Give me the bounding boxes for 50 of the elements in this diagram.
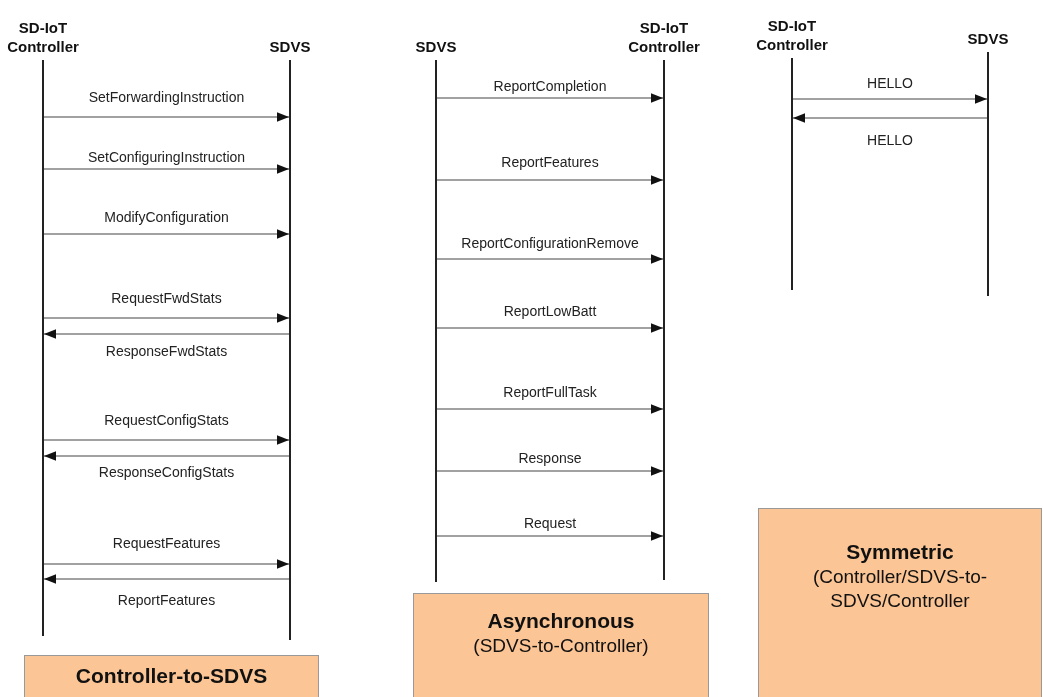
message-arrow [43, 574, 290, 584]
message-label: ModifyConfiguration [104, 209, 229, 225]
message-arrow [436, 254, 664, 264]
box-subtitle: (SDVS-to-Controller) [473, 634, 649, 658]
message-arrow [43, 451, 290, 461]
message-label: HELLO [867, 132, 913, 148]
message-arrow [43, 164, 290, 174]
message-label: SetConfiguringInstruction [87, 149, 246, 165]
category-box [413, 593, 709, 697]
message-arrow [436, 323, 664, 333]
message-arrow [792, 113, 988, 123]
lifeline-heading: SD-IoT Controller [627, 18, 701, 56]
message-arrow [436, 404, 664, 414]
message-label: ReportFeatures [501, 154, 599, 170]
box-heading: Symmetric [846, 538, 954, 565]
message-arrow [436, 531, 664, 541]
message-label: ReportCompletion [493, 78, 607, 94]
lifeline-heading: SDVS [268, 37, 312, 56]
message-arrow [43, 559, 290, 569]
message-label: SetForwardingInstruction [88, 89, 245, 105]
box-subtitle: (Controller/SDVS-to-SDVS/Controller [811, 564, 989, 613]
lifeline-heading: SDVS [414, 37, 458, 56]
message-arrow [43, 313, 290, 323]
message-arrow [792, 94, 988, 104]
message-label: RequestFeatures [112, 535, 221, 551]
message-arrow [43, 229, 290, 239]
message-label: ResponseFwdStats [105, 343, 228, 359]
message-label: Response [518, 450, 582, 466]
lifeline-heading: SD-IoT Controller [755, 16, 829, 54]
message-label: HELLO [867, 75, 913, 91]
message-label: ReportLowBatt [503, 303, 597, 319]
category-box [24, 655, 319, 697]
message-label: RequestFwdStats [111, 290, 222, 306]
message-label: ReportConfigurationRemove [461, 235, 639, 251]
message-label: RequestConfigStats [104, 412, 229, 428]
message-arrow [436, 93, 664, 103]
box-heading: Asynchronous [487, 608, 635, 634]
message-arrow [436, 175, 664, 185]
message-arrow [43, 112, 290, 122]
box-heading: Controller-to-SDVS [75, 663, 268, 689]
message-arrow [43, 435, 290, 445]
category-box [758, 508, 1042, 697]
lifeline-heading: SDVS [966, 29, 1010, 48]
message-label: ResponseConfigStats [98, 464, 235, 480]
message-label: ReportFullTask [503, 384, 597, 400]
message-label: ReportFeatures [117, 592, 216, 608]
lifeline-heading: SD-IoT Controller [6, 18, 80, 56]
message-arrow [43, 329, 290, 339]
message-label: Request [523, 515, 577, 531]
message-arrow [436, 466, 664, 476]
